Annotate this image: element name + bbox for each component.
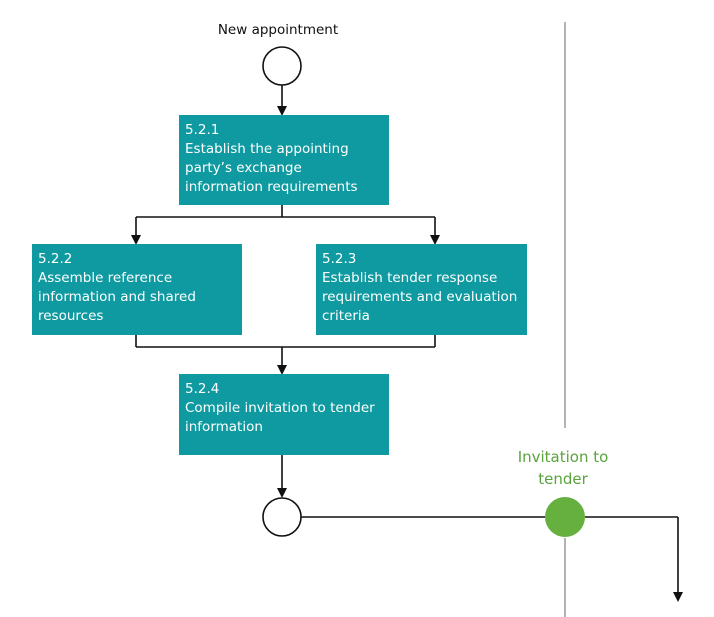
step-box-5-2-2: 5.2.2 Assemble reference information and… <box>32 244 242 335</box>
step-title: Assemble reference information and share… <box>38 270 196 324</box>
step-title: Compile invitation to tender information <box>185 400 375 435</box>
step-box-5-2-1: 5.2.1 Establish the appointing party’s e… <box>179 115 389 205</box>
end-node <box>262 497 302 537</box>
step-box-5-2-3: 5.2.3 Establish tender response requirem… <box>316 244 527 335</box>
step-title: Establish the appointing party’s exchang… <box>185 141 358 195</box>
step-box-5-2-4: 5.2.4 Compile invitation to tender infor… <box>179 374 389 455</box>
milestone-node <box>545 497 585 537</box>
step-title: Establish tender response requirements a… <box>322 270 518 324</box>
milestone-label: Invitation to tender <box>517 448 609 488</box>
step-number: 5.2.2 <box>38 251 73 267</box>
step-number: 5.2.1 <box>185 122 220 138</box>
start-label: New appointment <box>217 22 339 38</box>
step-number: 5.2.4 <box>185 381 220 397</box>
start-node <box>262 46 302 86</box>
step-number: 5.2.3 <box>322 251 357 267</box>
